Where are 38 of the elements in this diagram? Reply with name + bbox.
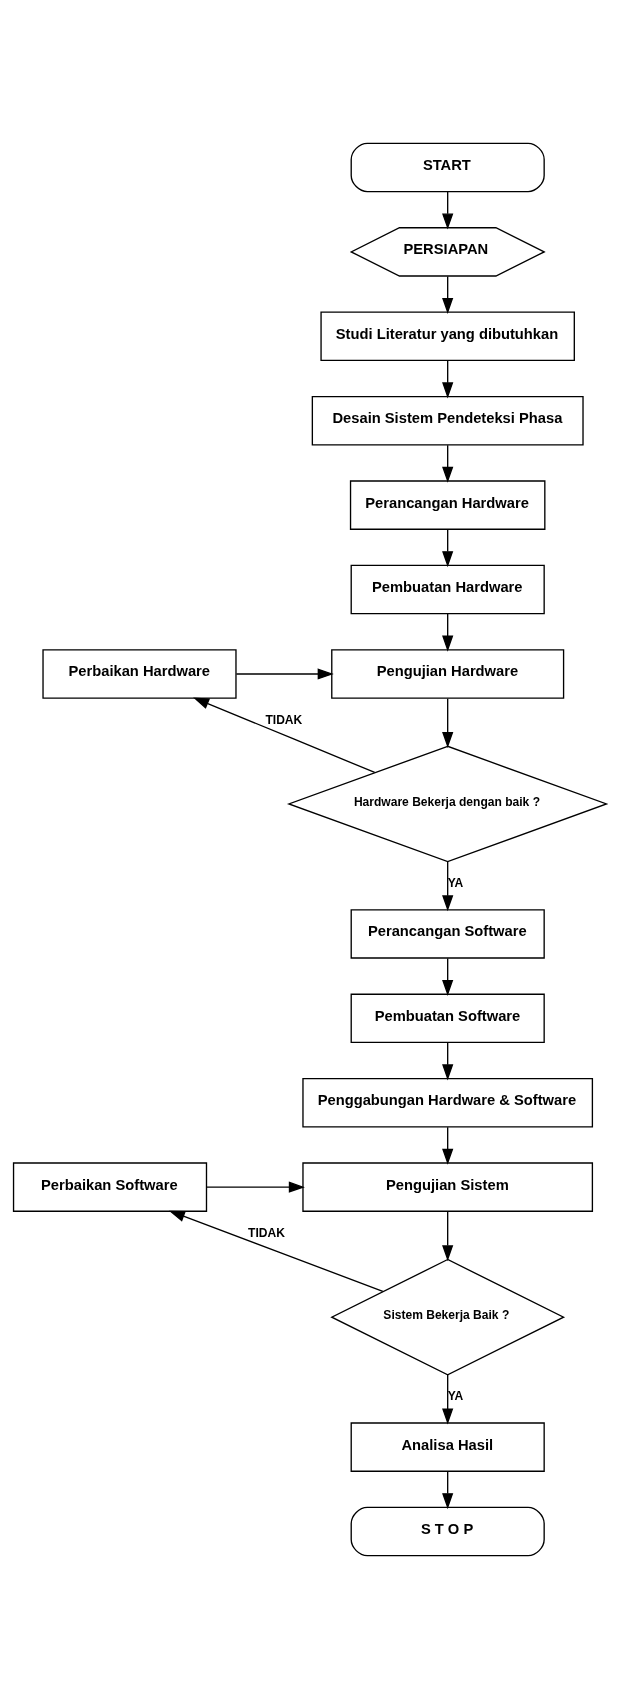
arrow: [442, 275, 454, 314]
node-box: Perancangan Software: [350, 908, 545, 959]
node-box: Perancangan Hardware: [349, 479, 546, 530]
arrow: [442, 359, 454, 398]
edge-label: TIDAK: [248, 1225, 285, 1240]
arrow: [168, 1210, 384, 1292]
node-diamond: Hardware Bekerja dengan baik ?: [286, 745, 609, 862]
arrow: [206, 1181, 305, 1193]
node-box: Perbaikan Software: [12, 1161, 208, 1212]
node-box: Pembuatan Hardware: [350, 564, 545, 614]
node-box: START: [350, 142, 545, 192]
arrow: [442, 1470, 454, 1509]
node-diamond: Sistem Bekerja Baik ?: [330, 1258, 566, 1375]
arrow: [442, 1210, 454, 1261]
node-box: Desain Sistem Pendeteksi Phasa: [311, 395, 584, 445]
node-box: Pengujian Hardware: [331, 648, 565, 699]
node-box: Pembuatan Software: [350, 993, 545, 1043]
edge-label: YA: [447, 1388, 464, 1403]
arrow: [442, 1126, 454, 1165]
arrow: [442, 190, 454, 230]
arrow: [235, 667, 334, 680]
arrow: [442, 528, 454, 567]
arrow: [442, 1041, 454, 1080]
arrow: [442, 697, 454, 748]
node-box: Pengujian Sistem: [302, 1161, 594, 1212]
edge-label: TIDAK: [265, 712, 303, 727]
node-box: S T O P: [350, 1506, 545, 1556]
arrow: [442, 957, 454, 996]
node-box: Penggabungan Hardware & Software: [302, 1077, 594, 1128]
arrow: [442, 1373, 454, 1425]
edge-label: YA: [447, 875, 464, 890]
node-box: Studi Literatur yang dibutuhkan: [320, 311, 575, 361]
node-box: Perbaikan Hardware: [42, 648, 237, 699]
arrow: [193, 696, 376, 773]
node-box: Analisa Hasil: [350, 1421, 545, 1472]
arrow: [442, 444, 454, 483]
arrow: [442, 860, 454, 911]
arrow: [442, 612, 454, 652]
